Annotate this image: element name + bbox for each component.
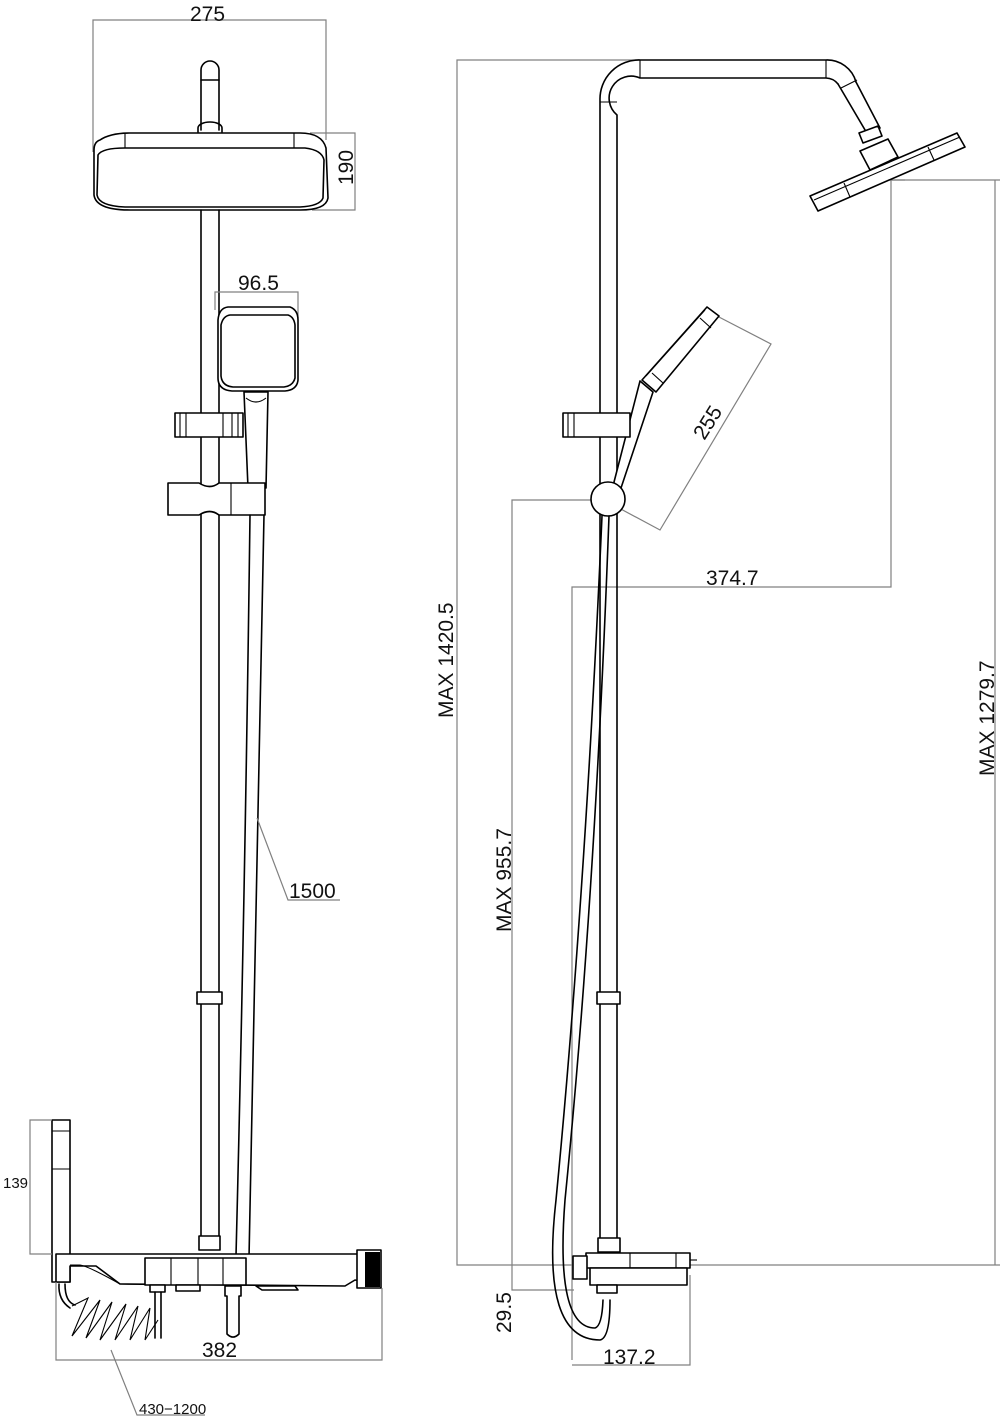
label-inlet-offset: 29.5	[493, 1292, 516, 1333]
hand-shower-side	[612, 306, 720, 489]
leader-hose-length	[256, 817, 340, 901]
label-slider-height: MAX 955.7	[493, 828, 516, 932]
dim-lines-overhead-height	[310, 132, 356, 211]
dim-lines-total-height	[456, 59, 640, 1266]
overhead-shower-head-side	[809, 132, 966, 212]
hand-shower-holder	[174, 412, 244, 438]
overhead-arm-side	[837, 79, 899, 171]
label-hand-shower-width: 96.5	[238, 272, 279, 295]
riser-pipe	[596, 59, 857, 1251]
label-overhead-height-side: MAX 1279.7	[976, 660, 999, 776]
side-view	[456, 59, 1000, 1366]
dim-lines-mixer-depth	[572, 1275, 691, 1366]
label-shelf-width: 382	[202, 1339, 238, 1362]
hand-shower-head	[217, 306, 299, 489]
slider-knob-side	[590, 481, 626, 517]
thermostatic-shelf	[55, 1249, 382, 1338]
dim-lines-hand-spray	[29, 1119, 52, 1255]
leader-spiral-length	[110, 1349, 205, 1416]
label-spiral-hose-length: 430−1200	[139, 1401, 207, 1418]
thermostatic-shelf-side	[572, 1237, 697, 1294]
label-overhead-height: 190	[335, 149, 358, 185]
dim-lines-hand-width	[214, 291, 299, 318]
label-total-height: MAX 1420.5	[435, 602, 458, 718]
shower-hose-side	[551, 515, 611, 1341]
dim-lines-slider-height	[511, 499, 604, 1291]
label-hose-length: 1500	[289, 880, 336, 903]
overhead-arm	[197, 60, 223, 133]
label-mixer-depth: 137.2	[603, 1346, 656, 1369]
slider-bracket	[167, 482, 266, 516]
dim-lines-hand-length	[603, 315, 772, 531]
hand-spray	[51, 1119, 71, 1283]
hand-shower-holder-side	[562, 412, 631, 438]
dim-lines-outreach	[571, 179, 905, 1360]
shower-hose	[235, 514, 265, 1259]
label-hand-spray-height: 139	[3, 1175, 29, 1192]
label-outreach: 374.7	[706, 567, 759, 590]
front-view	[29, 19, 383, 1416]
dim-lines-overhead-width	[92, 19, 327, 152]
overhead-shower-head	[93, 132, 329, 211]
spiral-hose	[58, 1283, 162, 1341]
dim-lines-shelf-width	[55, 1282, 383, 1361]
label-overhead-width: 275	[190, 3, 226, 26]
